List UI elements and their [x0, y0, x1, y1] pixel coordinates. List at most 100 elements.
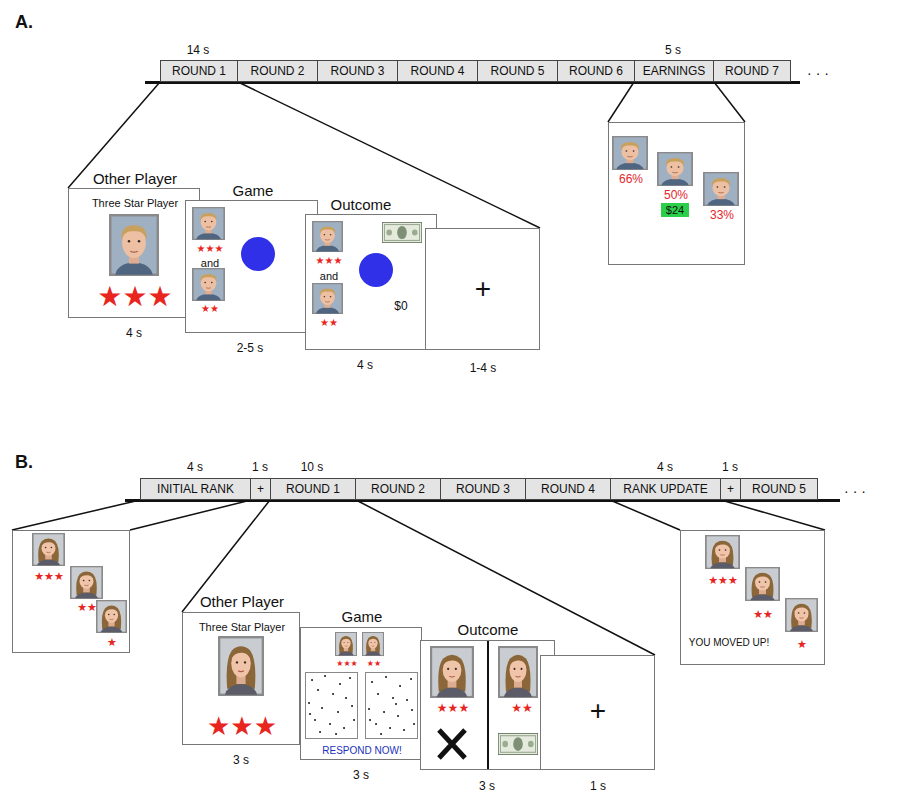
dollar-bill: [382, 222, 421, 242]
face-thumb: [71, 567, 102, 599]
timeline-segment: ROUND 5: [477, 60, 558, 82]
screen-panel: +: [540, 655, 655, 770]
timeline-segment: INITIAL RANK: [140, 478, 251, 500]
face-thumb: [193, 208, 224, 240]
timeline-label: +: [727, 483, 734, 495]
star-rating: ★★★: [97, 283, 172, 311]
face-thumb: [313, 222, 342, 252]
face-thumb: [313, 284, 342, 314]
timeline-segment: ROUND 4: [525, 478, 611, 500]
timeline-label: INITIAL RANK: [157, 483, 234, 495]
timeline-segment: EARNINGS: [634, 60, 714, 82]
timeline-segment: ROUND 2: [355, 478, 441, 500]
timeline-label: +: [257, 483, 264, 495]
timeline-segment: ROUND 7: [713, 60, 791, 82]
timeline-segment: +: [250, 478, 271, 500]
star-rating: ★★★: [336, 660, 358, 668]
timeline-segment: ROUND 1: [160, 60, 238, 82]
screen-heading: Other Player: [93, 171, 177, 186]
timeline-label: ROUND 4: [541, 483, 595, 495]
timing-label: 10 s: [301, 461, 324, 473]
screen-text: 66%: [619, 173, 643, 185]
star-rating: ★★★: [197, 244, 224, 254]
dot-panel: [306, 673, 358, 739]
loss-cross: [439, 730, 465, 758]
zoom-line: [130, 500, 251, 530]
screen-text: Three Star Player: [92, 198, 178, 209]
timeline-segment: RANK UPDATE: [610, 478, 721, 500]
panel-letter: A.: [15, 13, 33, 31]
star-rating: ★★: [511, 702, 533, 714]
timeline-label: ROUND 3: [456, 483, 510, 495]
dot-field: [309, 676, 354, 734]
screen-text: 33%: [710, 209, 734, 221]
timeline-label: ROUND 1: [286, 483, 340, 495]
screen-text: 50%: [664, 189, 688, 201]
timing-label: 5 s: [665, 44, 681, 56]
timeline-segment: ROUND 1: [270, 478, 356, 500]
timeline-label: ROUND 5: [752, 483, 806, 495]
timing-label: 4 s: [126, 327, 142, 339]
timeline-label: ROUND 5: [490, 65, 544, 77]
zoom-line: [12, 500, 140, 530]
timing-label: · · ·: [807, 66, 829, 80]
zoom-line: [610, 500, 680, 530]
timing-label: 1-4 s: [470, 362, 497, 374]
screen-text: YOU MOVED UP!: [689, 638, 770, 648]
screen-text: +: [590, 697, 606, 725]
face-thumb: [706, 536, 739, 569]
screen-text: +: [475, 275, 491, 303]
zoom-line: [608, 82, 634, 122]
screen-heading: Outcome: [331, 197, 392, 212]
timeline-label: RANK UPDATE: [623, 483, 707, 495]
screen-heading: Game: [342, 609, 383, 624]
face-thumb: [658, 153, 692, 186]
star-rating: ★★★: [34, 571, 64, 582]
screen-panel: Other PlayerThree Star Player★★★: [68, 188, 200, 318]
screen-panel: Outcome★★★and★★$0: [305, 214, 437, 350]
timing-label: 1 s: [722, 461, 738, 473]
screen-text: and: [320, 271, 338, 282]
face-photo: [219, 637, 263, 695]
timeline-label: ROUND 2: [371, 483, 425, 495]
timeline-label: ROUND 6: [569, 65, 623, 77]
screen-heading: Other Player: [200, 594, 284, 609]
timing-label: 3 s: [353, 769, 369, 781]
face-thumb: [786, 599, 817, 632]
screen-panel: Outcome★★★★★: [420, 640, 555, 770]
face-thumb: [336, 632, 357, 655]
face-photo: [110, 215, 158, 275]
screen-panel: 66% 50% 33% $24: [608, 122, 745, 265]
timeline-segment: ROUND 5: [740, 478, 818, 500]
star-rating: ★★: [367, 660, 381, 668]
timeline-segment: ROUND 6: [557, 60, 635, 82]
timeline-segment: ROUND 3: [440, 478, 526, 500]
screen-text: and: [201, 258, 219, 269]
star-rating: ★★: [320, 318, 338, 328]
timing-label: 3 s: [479, 780, 495, 792]
screen-heading: Outcome: [458, 622, 519, 637]
timeline-segment: +: [720, 478, 741, 500]
star-rating: ★★: [753, 609, 773, 620]
dollar-bill: [498, 733, 537, 754]
timeline-label: ROUND 1: [172, 65, 226, 77]
face-thumb: [193, 269, 224, 301]
timeline-label: ROUND 2: [250, 65, 304, 77]
timeline-segment: ROUND 3: [317, 60, 398, 82]
timeline-label: ROUND 7: [725, 65, 779, 77]
screen-panel: +: [425, 228, 540, 350]
timing-label: 2-5 s: [237, 342, 264, 354]
screen-panel: ★★★★★★: [12, 530, 130, 653]
star-rating: ★: [107, 637, 117, 648]
timing-label: 14 s: [187, 44, 210, 56]
screen-text: $24: [666, 205, 684, 216]
face-photo: [431, 647, 473, 697]
screen-text: Three Star Player: [199, 622, 285, 633]
star-rating: ★: [797, 639, 807, 650]
screen-panel: Game★★★★★RESPOND NOW!: [300, 627, 422, 760]
face-thumb: [97, 601, 126, 633]
timing-label: 4 s: [657, 461, 673, 473]
face-thumb: [746, 568, 779, 601]
